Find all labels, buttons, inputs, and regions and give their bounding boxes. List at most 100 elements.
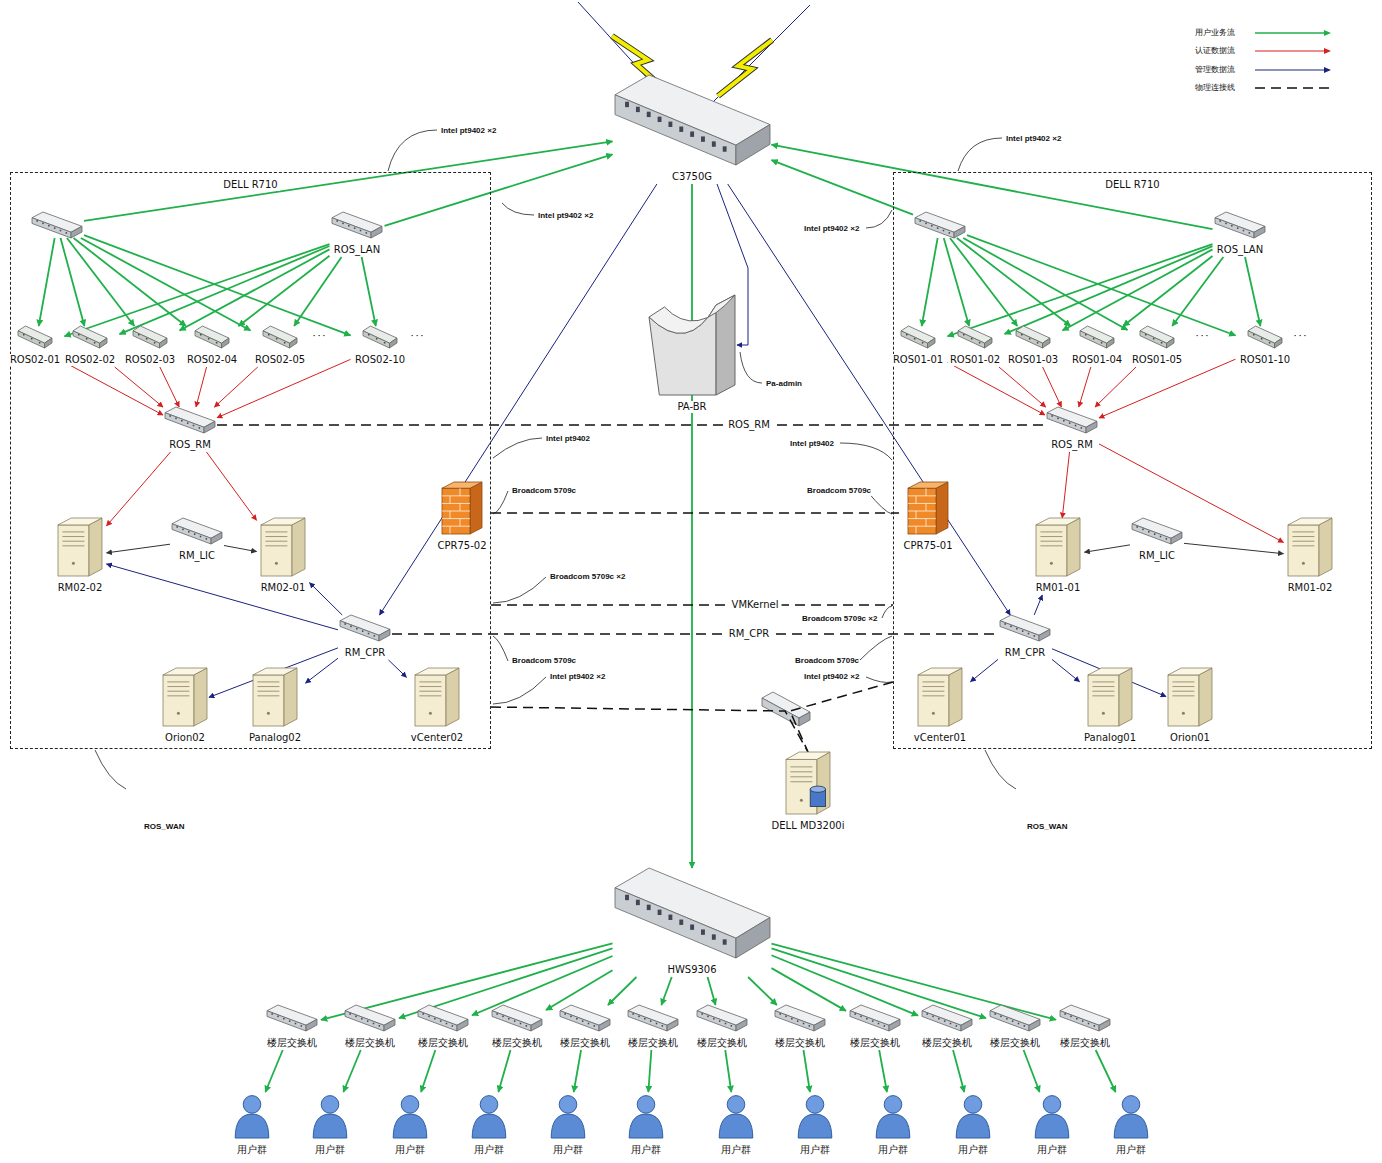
leader-line xyxy=(388,130,437,171)
group-caption: DELL R710 xyxy=(1103,179,1161,191)
server-node: Panalog01 xyxy=(1080,668,1141,745)
user-group-icon xyxy=(873,1092,913,1138)
storage-node-icon xyxy=(786,752,830,814)
legend-arrowhead xyxy=(1324,30,1331,36)
switch-node-icon xyxy=(628,1005,678,1031)
core-switch: HWS9306 xyxy=(613,868,772,977)
router-node: ROS02-10 xyxy=(351,326,410,367)
device-label: 用户群 xyxy=(798,1144,832,1156)
callout-label: · · · xyxy=(1195,331,1209,341)
flow-arrow xyxy=(574,1050,581,1092)
firewall-node: CPR75-01 xyxy=(899,482,957,553)
leader-line xyxy=(493,491,508,514)
legend-sample xyxy=(1255,70,1328,71)
flow-arrow xyxy=(1096,1050,1116,1092)
server-group: ROS_WANROS_LANROS02-01ROS02-02ROS02-03RO… xyxy=(10,172,491,749)
user-group-icon xyxy=(626,1092,666,1138)
legend-sample xyxy=(1255,87,1331,89)
callout-label: Broadcom 5709c xyxy=(511,656,577,666)
switch-node-icon xyxy=(560,1005,610,1031)
server-node: RM02-02 xyxy=(54,518,107,595)
switch-node: 楼层交换机 xyxy=(771,1005,829,1050)
server-node: Panalog02 xyxy=(245,668,306,745)
flow-arrow xyxy=(879,1050,887,1092)
user-group-icon xyxy=(548,1092,588,1138)
device-label: ROS_LAN xyxy=(332,244,382,256)
legend-sample xyxy=(1255,32,1328,34)
switch-node: ROS_WAN xyxy=(913,212,967,238)
router-node-icon xyxy=(18,326,52,348)
switch-node: RM_LIC xyxy=(1130,518,1184,563)
server-node-icon xyxy=(253,668,297,726)
switch-node-icon xyxy=(492,1005,542,1031)
server-node-icon xyxy=(1288,518,1332,576)
device-label: ROS01-02 xyxy=(948,354,1002,366)
switch-node-icon xyxy=(1060,1005,1110,1031)
flow-arrow xyxy=(224,546,257,552)
physical-link xyxy=(491,512,899,514)
flow-arrow xyxy=(1245,257,1260,326)
device-label: RM_CPR xyxy=(343,647,388,659)
callout-label: Pa-admin xyxy=(765,379,803,389)
router-node: ROS01-04 xyxy=(1068,326,1127,367)
switch-node: 楼层交换机 xyxy=(846,1005,904,1050)
flow-arrow xyxy=(1079,367,1091,407)
group-caption: DELL R710 xyxy=(221,179,279,191)
user-group-icon xyxy=(716,1092,756,1138)
switch-node: 楼层交换机 xyxy=(1056,1005,1114,1050)
flow-arrow xyxy=(1024,1050,1040,1092)
user-group: 用户群 xyxy=(546,1092,590,1157)
device-label: Panalog01 xyxy=(1082,732,1138,744)
flow-arrow xyxy=(546,970,613,1010)
switch-node: 楼层交换机 xyxy=(414,1005,472,1050)
leader-line xyxy=(493,438,542,458)
leader-line xyxy=(860,636,892,660)
switch-node-icon xyxy=(1000,615,1050,641)
callout-label: Intel pt9402 xyxy=(789,439,835,449)
callout-label: Intel pt9402 ×2 xyxy=(803,672,860,682)
user-group-icon xyxy=(1111,1092,1151,1138)
flow-arrow xyxy=(107,452,171,526)
flow-arrow xyxy=(362,257,376,326)
callout-label: Intel pt9402 ×2 xyxy=(549,672,606,682)
user-group: 用户群 xyxy=(871,1092,915,1157)
user-group: 用户群 xyxy=(1030,1092,1074,1157)
device-label: C3750G xyxy=(670,171,714,183)
flow-arrow xyxy=(388,660,406,677)
flow-arrow xyxy=(217,359,351,417)
flow-arrow xyxy=(385,154,613,225)
flow-arrow xyxy=(608,977,637,1005)
device-label: 楼层交换机 xyxy=(988,1037,1042,1049)
callout-label: Intel pt9402 ×2 xyxy=(537,211,594,221)
callout-label: Broadcom 5709c xyxy=(794,656,860,666)
router-node: ROS02-05 xyxy=(251,326,310,367)
legend-text: 认证数据流 xyxy=(1195,46,1235,56)
callout-label: Broadcom 5709c ×2 xyxy=(801,614,878,624)
switch-node-icon xyxy=(1215,212,1265,238)
switch-node-icon xyxy=(697,1005,747,1031)
user-group: 用户群 xyxy=(388,1092,432,1157)
leader-line xyxy=(985,750,1016,789)
switch-node-icon xyxy=(775,1005,825,1031)
switch-node: ROS_RM xyxy=(1045,407,1099,452)
flow-arrow xyxy=(65,362,164,415)
core-switch: C3750G xyxy=(613,75,772,184)
leader-line xyxy=(95,750,126,789)
device-label: 用户群 xyxy=(313,1144,347,1156)
flow-arrow xyxy=(107,544,171,553)
server-node-icon xyxy=(261,518,305,576)
device-label: 用户群 xyxy=(551,1144,585,1156)
switch-node: 楼层交换机 xyxy=(341,1005,399,1050)
router-node-icon xyxy=(195,326,229,348)
device-label: RM_LIC xyxy=(1137,550,1177,562)
device-label: CPR75-02 xyxy=(435,540,488,552)
flow-arrow xyxy=(206,452,256,520)
flow-arrow xyxy=(379,184,656,615)
router-node-icon xyxy=(363,326,397,348)
flow-arrow xyxy=(61,238,85,326)
device-label: 用户群 xyxy=(393,1144,427,1156)
flow-arrow xyxy=(1085,545,1131,552)
storage-node: DELL MD3200i xyxy=(768,752,849,833)
flow-arrow xyxy=(1052,659,1080,681)
